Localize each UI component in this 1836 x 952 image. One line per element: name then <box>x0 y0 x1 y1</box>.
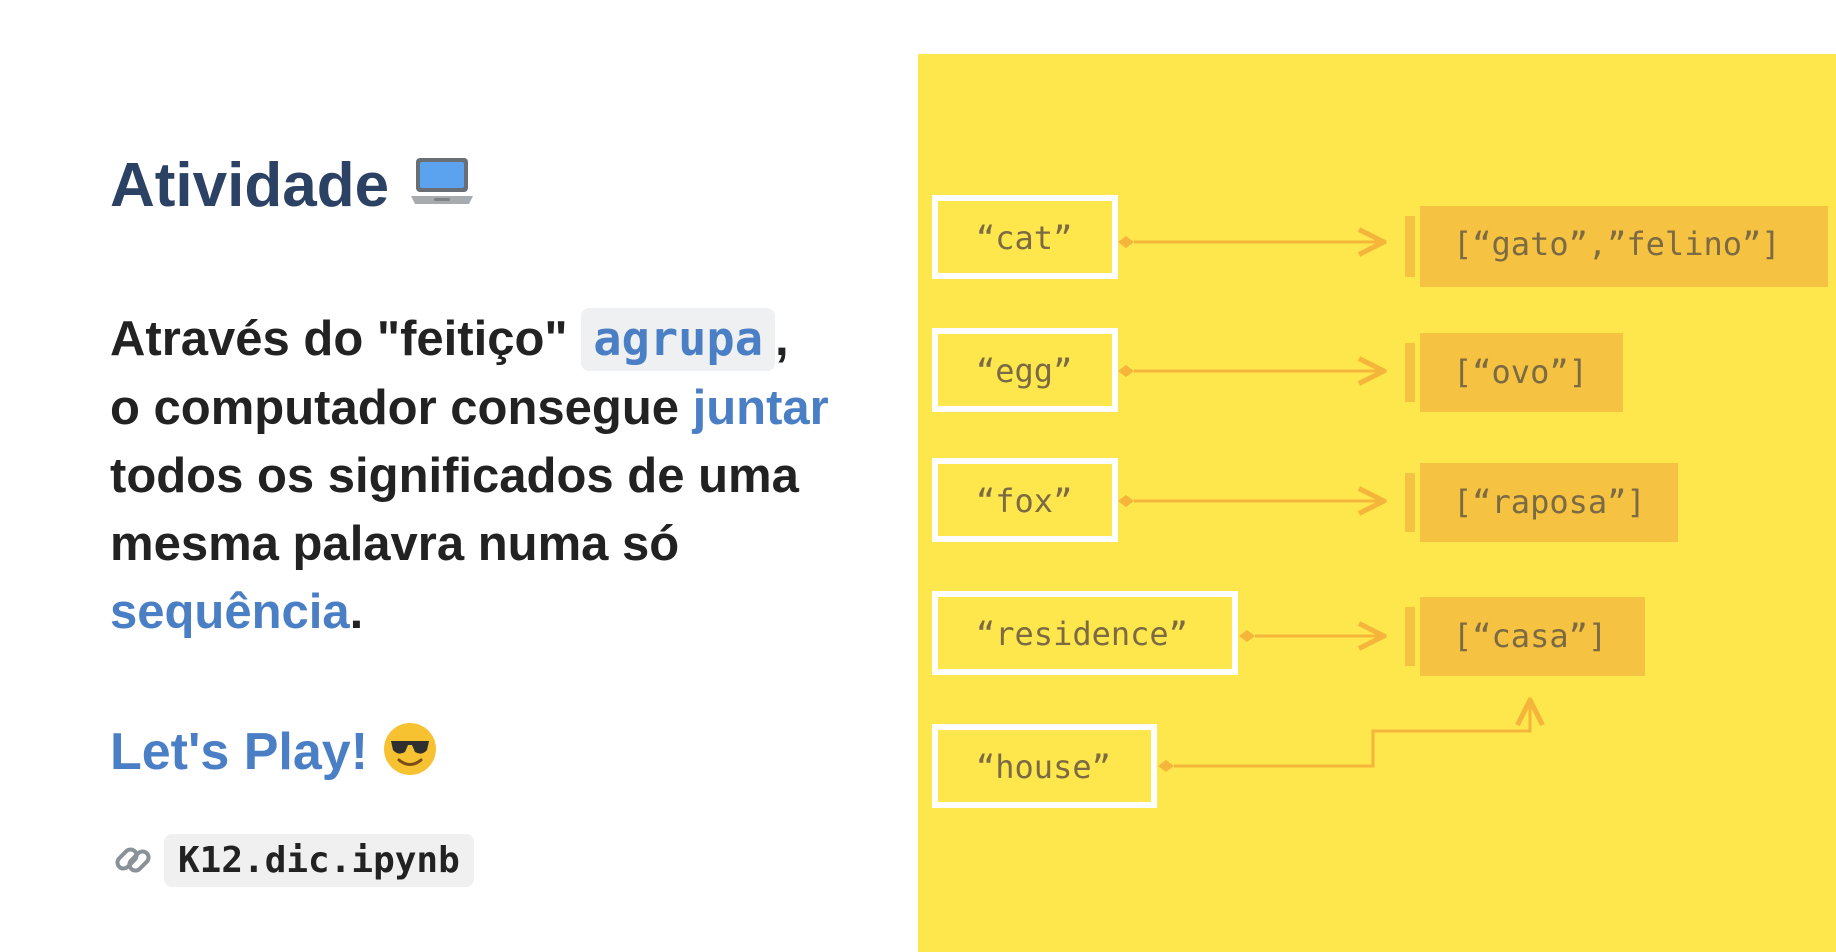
spell-code-word: agrupa <box>581 308 776 371</box>
title-text: Atividade <box>110 151 390 220</box>
arrow-egg <box>1118 365 1384 377</box>
key-text-residence: “residence” <box>976 615 1188 653</box>
arrow-residence <box>1239 630 1384 642</box>
value-block-ovo: [“ovo”] <box>1405 333 1623 412</box>
sunglasses-smiley-icon <box>382 721 438 792</box>
key-text-house: “house” <box>976 748 1111 786</box>
lets-play-label: Let's Play! <box>110 723 369 781</box>
left-pane: Atividade Através do "feitiço" agrupa, o… <box>0 0 900 952</box>
arrow-cat <box>1118 236 1384 248</box>
lets-play-heading: Let's Play! <box>110 720 438 792</box>
value-text-raposa: [“raposa”] <box>1453 483 1646 521</box>
arrow-house <box>1158 700 1530 772</box>
key-box-fox: “fox” <box>932 458 1118 542</box>
key-box-residence: “residence” <box>932 591 1238 675</box>
value-text-casa: [“casa”] <box>1453 617 1607 655</box>
key-box-cat: “cat” <box>932 195 1118 279</box>
highlight-sequencia: sequência <box>110 585 350 639</box>
notebook-file-name[interactable]: K12.dic.ipynb <box>164 833 474 887</box>
key-box-house: “house” <box>932 724 1157 808</box>
paragraph-text-3: todos os significados de uma mesma palav… <box>110 449 799 571</box>
value-text-gato-felino: [“gato”,”felino”] <box>1453 225 1781 263</box>
paragraph-text-4: . <box>349 585 364 639</box>
key-text-cat: “cat” <box>976 219 1072 257</box>
notebook-file-link[interactable]: K12.dic.ipynb <box>110 832 474 888</box>
value-block-casa: [“casa”] <box>1405 597 1645 676</box>
description-paragraph: Através do "feitiço" agrupa, o computado… <box>110 305 830 646</box>
key-text-fox: “fox” <box>976 482 1072 520</box>
dictionary-grouping-diagram: “cat” “egg” “fox” “residence” “house” <box>918 54 1836 952</box>
value-block-gato-felino: [“gato”,”felino”] <box>1405 206 1828 287</box>
key-text-egg: “egg” <box>976 352 1072 390</box>
key-box-egg: “egg” <box>932 328 1118 412</box>
value-block-raposa: [“raposa”] <box>1405 463 1678 542</box>
page-title: Atividade <box>110 150 477 228</box>
highlight-juntar: juntar <box>692 381 829 435</box>
paragraph-text-1: Através do "feitiço" <box>110 312 582 366</box>
arrow-fox <box>1118 495 1384 507</box>
chain-link-icon <box>110 837 156 883</box>
paragraph-text-2: , o computador consegue <box>110 312 789 435</box>
value-text-ovo: [“ovo”] <box>1453 353 1588 391</box>
laptop-icon <box>407 152 477 228</box>
